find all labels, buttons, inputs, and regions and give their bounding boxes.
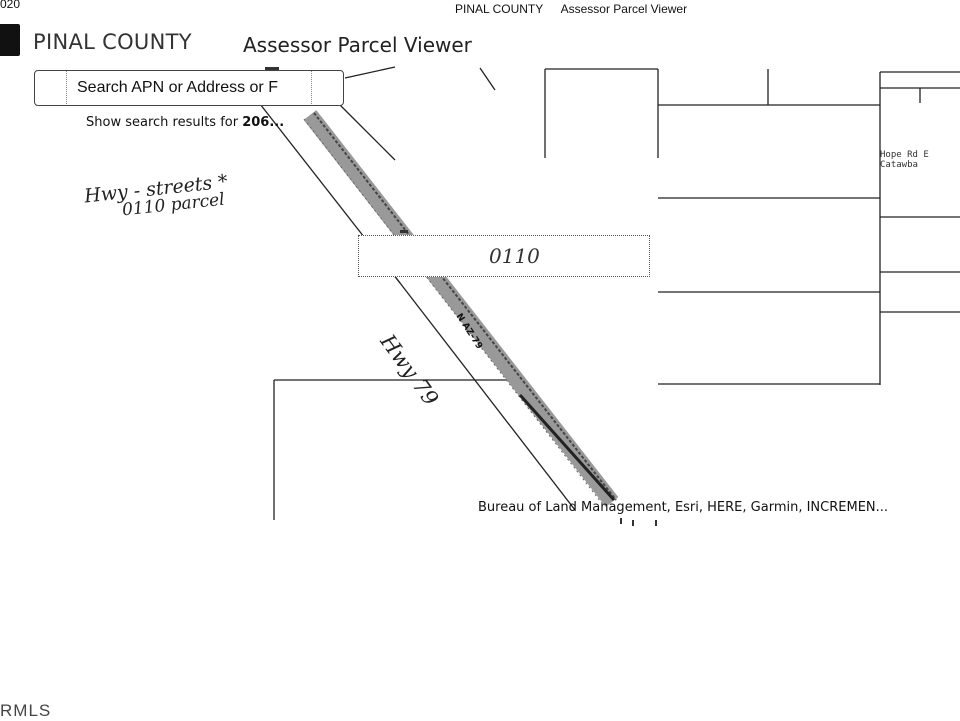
street-label-catawba: E Catawba: [880, 150, 929, 170]
parcel-label-box: 0110: [358, 235, 650, 277]
search-submit-button[interactable]: [311, 71, 343, 104]
search-suggestion-query: 206...: [242, 115, 285, 130]
highway-road-center: [518, 393, 616, 502]
map-attribution: Bureau of Land Management, Esri, HERE, G…: [478, 500, 889, 515]
print-header-viewer: Assessor Parcel Viewer: [560, 2, 688, 16]
parcel-line: [479, 67, 496, 91]
highway-row-line: [389, 269, 576, 511]
street-label: Hope Rd E Catawba: [880, 150, 960, 170]
highway-road-edge: [313, 112, 617, 501]
parcel-line: [344, 66, 396, 79]
app-county-name: PINAL COUNTY: [33, 30, 192, 54]
search-suggestion-prefix: Show search results for: [86, 115, 243, 130]
search-source-button[interactable]: [35, 71, 67, 104]
map-speckle: [265, 67, 657, 526]
print-header-county: PINAL COUNTY: [455, 2, 544, 16]
footer-watermark: RMLS: [0, 701, 52, 720]
search-suggestion[interactable]: Show search results for 206...: [86, 115, 284, 130]
parcel-boundaries: [252, 66, 960, 520]
street-label-hope: Hope Rd: [880, 150, 918, 160]
search-input[interactable]: [75, 74, 307, 101]
highway-road: [303, 110, 619, 507]
print-header: PINAL COUNTY Assessor Parcel Viewer: [455, 2, 701, 16]
highway-road-edge: [303, 118, 605, 507]
print-date-fragment: 020: [0, 0, 21, 11]
app-title: Assessor Parcel Viewer: [243, 33, 472, 57]
parcel-number-label: 0110: [489, 244, 540, 268]
county-logo: [0, 24, 20, 56]
search-bar: [34, 70, 344, 106]
